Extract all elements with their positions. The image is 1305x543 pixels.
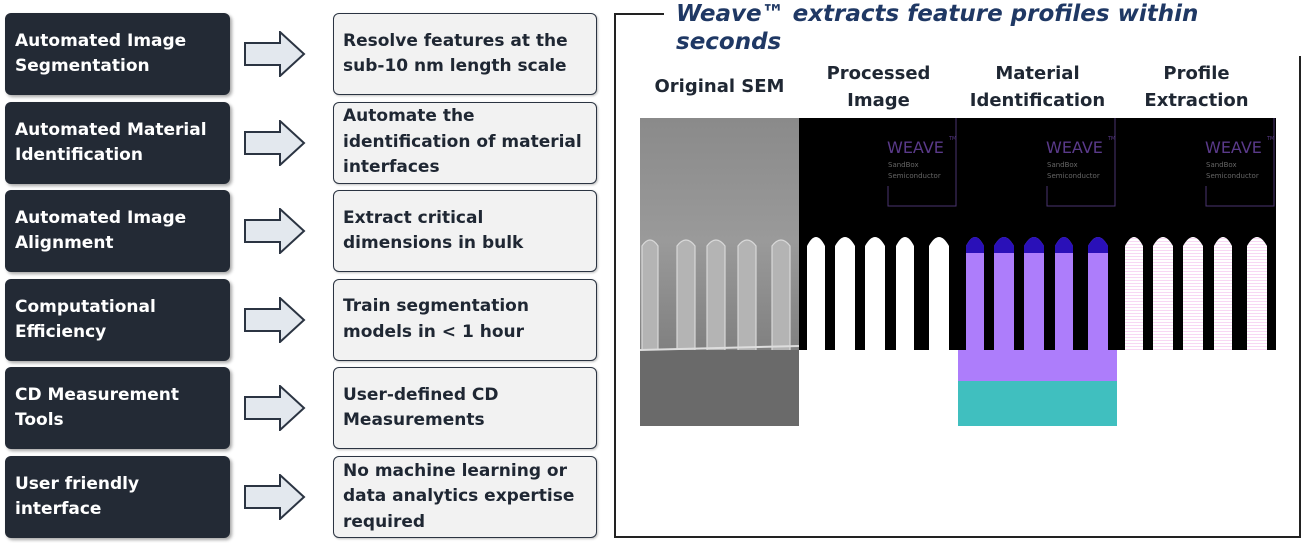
original-sem-image [640, 118, 799, 426]
pillar [1125, 237, 1143, 353]
benefit-box: Resolve features at the sub-10 nm length… [333, 13, 597, 95]
svg-text:Semiconductor: Semiconductor [1206, 172, 1259, 180]
pillar [966, 237, 984, 353]
svg-text:SandBox: SandBox [1206, 161, 1237, 169]
benefit-label: Automate the identification of material … [343, 106, 582, 178]
arrow-right-icon [244, 208, 306, 255]
svg-text:TM: TM [1266, 136, 1274, 142]
pillar [929, 237, 949, 353]
svg-text:WEAVE: WEAVE [1046, 138, 1103, 157]
column-header-processed: Processed Image [826, 63, 931, 111]
pillar [1214, 237, 1232, 353]
benefit-label: Resolve features at the sub-10 nm length… [343, 30, 568, 77]
pillar-cap [966, 237, 984, 253]
pillar-cap [1055, 237, 1073, 253]
column-header-profile: Profile Extraction [1144, 63, 1249, 111]
pillar-cap [1024, 237, 1044, 253]
svg-text:TM: TM [948, 136, 956, 142]
feature-box: CD Measurement Tools [5, 367, 230, 450]
feature-label: Automated Image Segmentation [15, 31, 187, 76]
arrow-right-icon [244, 385, 306, 432]
pillar [994, 237, 1014, 353]
feature-box: User friendly interface [5, 456, 230, 538]
benefit-box: User-defined CD Measurements [333, 367, 597, 450]
benefit-label: User-defined CD Measurements [343, 384, 499, 431]
svg-text:Semiconductor: Semiconductor [888, 172, 941, 180]
feature-box: Automated Material Identification [5, 101, 230, 184]
svg-text:Semiconductor: Semiconductor [1047, 172, 1100, 180]
feature-label: CD Measurement Tools [15, 385, 180, 431]
pillar-cap [1088, 237, 1108, 253]
feature-box: Computational Efficiency [5, 278, 230, 361]
benefit-label: No machine learning or data analytics ex… [343, 460, 575, 532]
svg-text:SandBox: SandBox [1047, 161, 1078, 169]
pillar [807, 237, 825, 353]
pillar [1153, 237, 1173, 353]
svg-text:SandBox: SandBox [888, 161, 919, 169]
arrow-right-icon [244, 474, 306, 520]
feature-box: Automated Image Alignment [5, 190, 230, 273]
pillar [835, 237, 855, 353]
pillar [1088, 237, 1108, 353]
feature-box: Automated Image Segmentation [5, 13, 230, 95]
feature-label: Automated Image Alignment [15, 208, 187, 254]
panel-title: Weave™ extracts feature profiles within … [664, 0, 1305, 56]
pillar [1055, 237, 1073, 353]
column-header-original: Original SEM [654, 76, 785, 97]
benefit-box: No machine learning or data analytics ex… [333, 456, 597, 538]
benefit-label: Train segmentation models in < 1 hour [343, 296, 529, 342]
column-header-material: Material Identification [969, 63, 1106, 111]
benefit-box: Automate the identification of material … [333, 101, 597, 184]
pillar [1183, 237, 1203, 353]
feature-label: User friendly interface [15, 474, 140, 519]
pillar [1024, 237, 1044, 353]
arrow-right-icon [244, 296, 306, 343]
pillar [865, 237, 885, 353]
pillar [896, 237, 914, 353]
benefit-box: Train segmentation models in < 1 hour [333, 278, 597, 361]
svg-text:TM: TM [1107, 136, 1115, 142]
svg-text:WEAVE: WEAVE [887, 138, 944, 157]
pillar [1247, 237, 1267, 353]
arrow-right-icon [244, 31, 306, 77]
feature-label: Computational Efficiency [15, 296, 156, 342]
feature-label: Automated Material Identification [15, 119, 207, 165]
svg-text:WEAVE: WEAVE [1205, 138, 1262, 157]
benefit-label: Extract critical dimensions in bulk [343, 207, 524, 254]
arrow-right-icon [244, 119, 306, 166]
benefit-box: Extract critical dimensions in bulk [333, 190, 597, 273]
pillar-cap [994, 237, 1014, 253]
